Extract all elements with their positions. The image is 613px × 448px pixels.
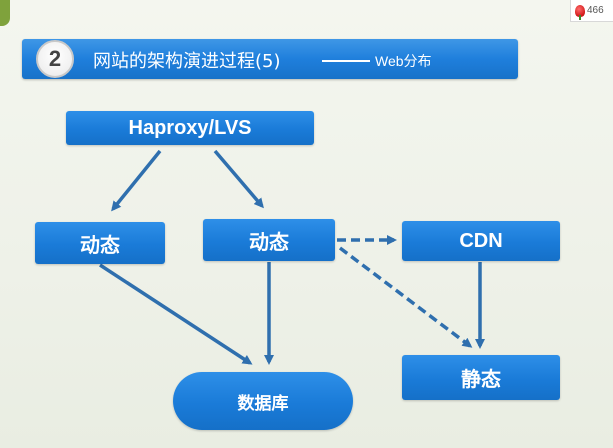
node-dynamic-2: 动态 bbox=[203, 219, 335, 261]
arrow-haproxy-to-dynamic-1 bbox=[111, 149, 162, 212]
slide-number-badge: 2 bbox=[36, 40, 74, 78]
badge-count: 466 bbox=[587, 5, 604, 16]
node-haproxy-lvs: Haproxy/LVS bbox=[66, 111, 314, 145]
rose-icon bbox=[575, 4, 585, 20]
node-static-label: 静态 bbox=[461, 367, 501, 391]
arrow-haproxy-to-dynamic-2 bbox=[213, 149, 264, 209]
node-cdn: CDN bbox=[402, 221, 560, 261]
node-haproxy-label: Haproxy/LVS bbox=[128, 116, 252, 139]
screen-overlay-badge: 466 bbox=[570, 0, 613, 22]
node-dynamic-2-label: 动态 bbox=[249, 229, 289, 254]
slide-edge-decoration bbox=[0, 0, 10, 26]
node-database: 数据库 bbox=[173, 372, 353, 430]
node-dynamic-1: 动态 bbox=[35, 222, 165, 264]
node-cdn-label: CDN bbox=[459, 229, 503, 252]
node-database-label: 数据库 bbox=[237, 393, 289, 414]
arrow-dynamic-1-to-database bbox=[99, 263, 253, 365]
slide-title-suffix: Web分布 bbox=[375, 53, 432, 69]
node-dynamic-1-label: 动态 bbox=[80, 232, 120, 257]
node-static: 静态 bbox=[402, 355, 560, 400]
slide-title: 网站的架构演进过程(5) bbox=[93, 51, 281, 72]
arrow-dynamic-2-to-static bbox=[338, 246, 473, 348]
title-dash bbox=[322, 60, 370, 62]
title-bar bbox=[22, 39, 518, 79]
